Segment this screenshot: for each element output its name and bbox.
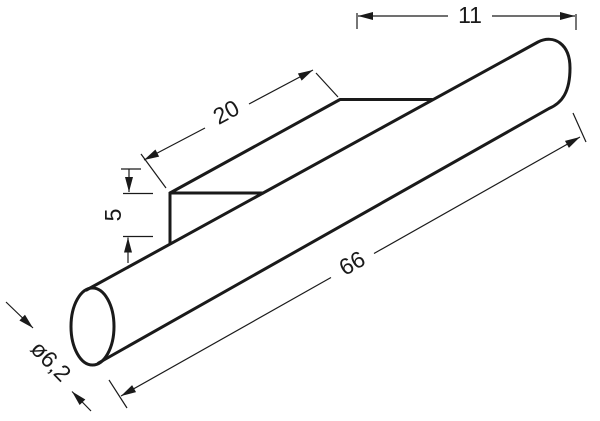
tube-end-ellipse	[69, 286, 116, 367]
dimension-tube-length: 66	[108, 112, 587, 409]
dim20-ext-right	[315, 72, 339, 98]
mounting-plate	[168, 98, 434, 245]
dim20-line-left	[143, 127, 206, 161]
dim66-ext-right	[572, 112, 587, 143]
dimension-top-width: 11	[356, 2, 577, 30]
dim-plate-thickness-label: 5	[100, 209, 126, 222]
dim66-line-left	[120, 276, 332, 397]
dimension-plate-length: 20	[140, 69, 339, 189]
dim-top-width-label: 11	[458, 2, 482, 28]
dim66-ext-left	[108, 379, 128, 409]
dim-tube-length-label: 66	[334, 245, 369, 280]
plate-top-face	[168, 98, 434, 195]
tube-outline	[85, 37, 572, 365]
dimension-plate-thickness: 5	[100, 168, 153, 263]
dia-arrow-upper	[5, 301, 34, 329]
tube-body	[69, 37, 572, 367]
dim-plate-length-label: 20	[209, 94, 244, 129]
dia-arrow-lower	[71, 391, 92, 412]
dim20-line-right	[248, 69, 314, 105]
dim-tube-diameter-label: ø6,2	[26, 335, 77, 386]
dim66-line-right	[373, 136, 581, 255]
